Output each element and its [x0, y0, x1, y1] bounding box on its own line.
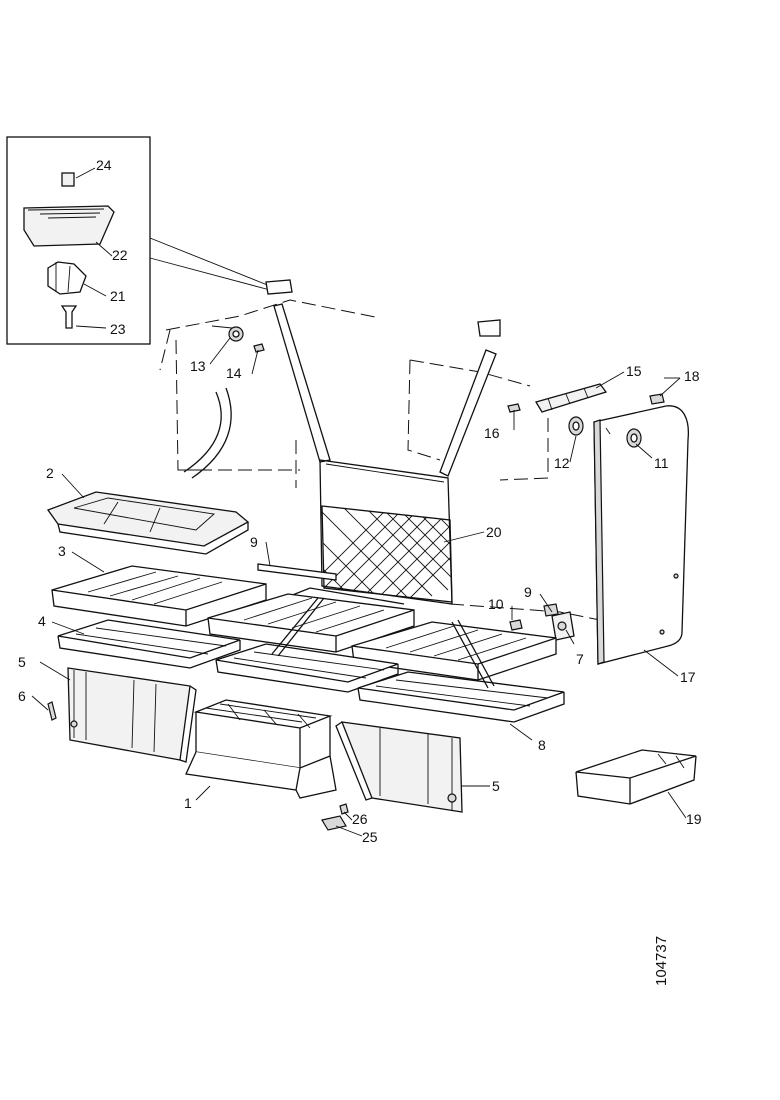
part-20-net [321, 505, 453, 603]
part-2-cushion [46, 491, 250, 555]
callout-6: 6 [18, 688, 26, 704]
callout-13: 13 [190, 358, 206, 374]
part-24-cap [61, 172, 75, 187]
right-strut [439, 349, 497, 477]
callout-2: 2 [46, 465, 54, 481]
callout-12: 12 [554, 455, 570, 471]
upper-mount-right [477, 319, 501, 337]
part-1-center-console [185, 699, 337, 799]
callout-11: 11 [654, 455, 669, 471]
left-strut [273, 303, 331, 463]
part-23-screw [60, 305, 78, 329]
part-25-bracket [321, 815, 347, 831]
part-12-bushing [568, 416, 584, 436]
callout-22: 22 [112, 247, 128, 263]
part-4-tray-left [57, 619, 241, 669]
callout-19: 19 [686, 811, 702, 827]
part-26-screw [339, 803, 349, 815]
callout-5-left: 5 [18, 654, 26, 670]
callout-18: 18 [684, 368, 700, 384]
callout-9-left: 9 [250, 534, 258, 550]
dashed-outlines [159, 299, 601, 621]
part-3-seat-base-middle [207, 593, 415, 653]
part-21-clip [47, 261, 87, 295]
drawing-number: 104737 [653, 936, 670, 986]
callout-21: 21 [110, 288, 126, 304]
upper-mount-left [265, 279, 293, 295]
part-19-storage-tray [575, 749, 697, 805]
inset-detail [6, 136, 271, 345]
callout-3: 3 [58, 543, 66, 559]
part-14-screw [253, 343, 265, 353]
callout-14: 14 [226, 365, 242, 381]
callout-23: 23 [110, 321, 126, 337]
part-13-latch [211, 325, 244, 342]
part-15-hinge [535, 383, 608, 413]
seat-frame [183, 279, 501, 605]
part-5-box-right [335, 721, 463, 813]
callout-7: 7 [576, 651, 584, 667]
callout-9-right: 9 [524, 584, 532, 600]
part-8-tray-middle [215, 643, 399, 693]
part-18-clip [649, 393, 665, 405]
part-22-bracket [23, 205, 115, 247]
callout-5-right: 5 [492, 778, 500, 794]
part-10-bolt [509, 619, 523, 631]
callout-17: 17 [680, 669, 696, 685]
callout-20: 20 [486, 524, 502, 540]
part-11-grommet [626, 428, 642, 448]
part-5-box-left [67, 667, 197, 763]
part-9-rod-left [257, 563, 337, 581]
part-17-side-panel [593, 405, 690, 665]
leader-lines [31, 337, 687, 837]
part-6-screw [47, 701, 57, 721]
part-16-screw [507, 403, 521, 413]
callout-26: 26 [352, 811, 368, 827]
callout-16: 16 [484, 425, 500, 441]
callout-labels: 24 22 21 23 13 14 15 18 16 12 11 2 9 20 … [18, 157, 702, 845]
callout-1: 1 [184, 795, 192, 811]
callout-15: 15 [626, 363, 642, 379]
callout-8: 8 [538, 737, 546, 753]
part-7-hinge-bracket [551, 611, 575, 641]
callout-4: 4 [38, 613, 46, 629]
callout-10: 10 [488, 596, 504, 612]
callout-24: 24 [96, 157, 112, 173]
part-8-tray-right [357, 671, 565, 723]
callout-25: 25 [362, 829, 378, 845]
